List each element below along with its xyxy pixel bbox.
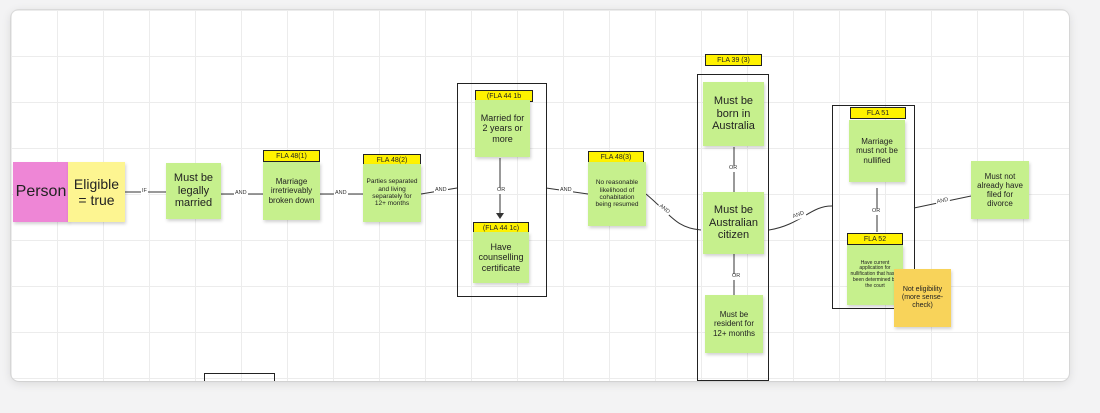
eligible-label: Eligible = true — [73, 175, 120, 208]
fla39-3-tag: FLA 39 (3) — [705, 54, 762, 66]
not-filed-note[interactable]: Must not already have filed for divorce — [971, 161, 1029, 219]
fla52-label: Have current application for nullificati… — [850, 259, 900, 289]
fla48-1-tag: FLA 48(1) — [263, 150, 320, 162]
frame-fla51-52[interactable] — [832, 105, 915, 309]
not-eligibility-note[interactable]: Not eligibility (more sense-check) — [894, 269, 951, 327]
legally-married-note[interactable]: Must be legally married — [166, 163, 221, 219]
legally-married-label: Must be legally married — [173, 172, 214, 210]
fla44-1b-tag-label: (FLA 44 1b — [486, 92, 522, 100]
fla48-2-tag-label: FLA 48(2) — [376, 156, 408, 164]
whiteboard-canvas[interactable]: IF AND AND AND AND AND AND AND OR OR OR … — [11, 10, 1069, 381]
fla51-tag-label: FLA 51 — [866, 109, 890, 117]
fla48-1-tag-label: FLA 48(1) — [276, 152, 307, 160]
resident-note[interactable]: Must be resident for 12+ months — [705, 295, 763, 353]
connector-and-label: AND — [559, 187, 573, 194]
born-australia-label: Must be born in Australia — [712, 95, 755, 133]
connector-and-label: AND — [234, 190, 248, 197]
frame-fla39[interactable] — [697, 74, 769, 381]
frame-fla44[interactable] — [457, 83, 547, 297]
fla44-1b-label: Married for 2 years or more — [480, 112, 525, 144]
fla51-tag: FLA 51 — [850, 107, 906, 119]
fla52-note[interactable]: Have current application for nullificati… — [847, 245, 903, 305]
fla44-1c-tag-label: (FLA 44 1c) — [482, 224, 520, 232]
fla48-1-note[interactable]: Marriage irretrievably broken down — [263, 162, 320, 220]
fla48-3-tag-label: FLA 48(3) — [600, 153, 632, 161]
not-nullified-label: Marriage must not be nullified — [856, 137, 898, 165]
australian-citizen-note[interactable]: Must be Australian citizen — [703, 192, 764, 254]
fla44-1c-note[interactable]: Have counselling certificate — [473, 232, 529, 283]
person-note[interactable]: Person — [13, 162, 69, 222]
connector-or-label: OR — [731, 273, 742, 280]
connector-or-label: OR — [871, 208, 882, 215]
fla52-tag-label: FLA 52 — [863, 235, 887, 243]
connector-or-label: OR — [496, 187, 507, 194]
frame-partial-bottom[interactable] — [204, 373, 275, 381]
not-filed-label: Must not already have filed for divorce — [977, 171, 1023, 209]
connector-and-label: AND — [434, 187, 448, 194]
fla52-tag: FLA 52 — [847, 233, 903, 245]
fla48-2-note[interactable]: Parties separated and living separately … — [363, 164, 421, 222]
arrow-head — [496, 213, 504, 219]
fla44-1b-note[interactable]: Married for 2 years or more — [475, 100, 530, 157]
connector-and-label: AND — [334, 190, 348, 197]
australian-citizen-label: Must be Australian citizen — [709, 204, 758, 242]
line-citizen-frame51 — [768, 205, 834, 231]
not-eligibility-label: Not eligibility (more sense-check) — [901, 285, 944, 310]
fla44-1c-label: Have counselling certificate — [478, 241, 524, 273]
fla48-2-label: Parties separated and living separately … — [366, 178, 418, 208]
fla48-1-label: Marriage irretrievably broken down — [268, 177, 315, 205]
not-nullified-note[interactable]: Marriage must not be nullified — [849, 120, 905, 182]
resident-label: Must be resident for 12+ months — [712, 310, 756, 338]
born-australia-note[interactable]: Must be born in Australia — [703, 82, 764, 146]
fla48-3-label: No reasonable likelihood of cohabitation… — [595, 179, 639, 209]
fla39-3-tag-label: FLA 39 (3) — [717, 56, 750, 64]
eligible-note[interactable]: Eligible = true — [68, 162, 125, 222]
person-label: Person — [15, 182, 67, 200]
line-fla483-citizen — [645, 193, 702, 231]
connector-if-label: IF — [141, 188, 148, 195]
connector-or-label: OR — [728, 165, 739, 172]
fla48-3-note[interactable]: No reasonable likelihood of cohabitation… — [588, 162, 646, 226]
